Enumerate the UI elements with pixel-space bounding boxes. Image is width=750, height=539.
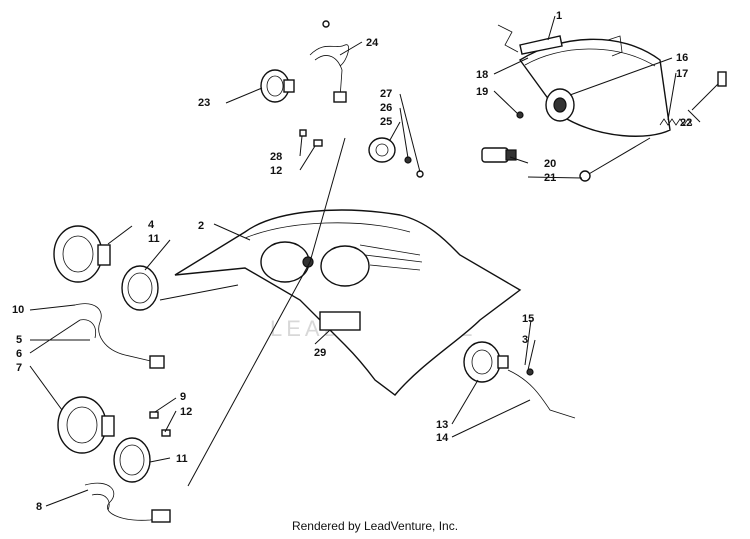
callout-4: 4	[148, 219, 155, 231]
callout-27: 27	[380, 88, 392, 100]
adjuster-spring	[659, 71, 727, 126]
lower-harness	[84, 482, 171, 523]
callout-26: 26	[380, 102, 392, 114]
callout-5: 5	[16, 334, 22, 346]
lower-bulbs	[149, 411, 171, 437]
small-gauge	[260, 69, 295, 103]
callout-13: 13	[436, 419, 448, 431]
callout-15: 15	[522, 313, 534, 325]
callout-20: 20	[544, 158, 556, 170]
gauge-harness	[309, 20, 350, 103]
headlight-bulb	[481, 147, 517, 163]
callout-19: 19	[476, 86, 488, 98]
adjuster-screw	[579, 137, 651, 182]
callout-3: 3	[522, 334, 528, 346]
callout-14: 14	[436, 432, 449, 444]
callout-12b: 12	[270, 165, 282, 177]
callout-1: 1	[556, 10, 562, 22]
right-gauge	[463, 341, 509, 383]
small-screw-bulb	[299, 129, 323, 147]
callout-8: 8	[36, 501, 42, 513]
upper-gauge-bezel	[121, 265, 159, 311]
leader-lines	[29, 15, 701, 507]
credit-text: Rendered by LeadVenture, Inc.	[291, 519, 459, 533]
upper-gauge	[53, 225, 111, 283]
callout-7: 7	[16, 362, 22, 374]
callout-17: 17	[676, 68, 688, 80]
right-cable	[507, 368, 576, 419]
callout-24: 24	[366, 37, 379, 49]
callout-2: 2	[198, 220, 204, 232]
headlight-housing	[518, 38, 671, 137]
callout-11b: 11	[176, 453, 188, 465]
lower-gauge	[57, 396, 115, 454]
upper-harness	[74, 303, 165, 369]
callout-12a: 12	[180, 406, 192, 418]
callout-22: 22	[680, 117, 692, 129]
headlight-nut	[516, 111, 524, 119]
callout-11a: 11	[148, 233, 160, 245]
callout-23: 23	[198, 97, 210, 109]
callout-9: 9	[180, 391, 186, 403]
callout-28: 28	[270, 151, 282, 163]
instrument-console	[174, 209, 522, 396]
headlight-bracket	[497, 24, 623, 57]
callout-18: 18	[476, 69, 488, 81]
callout-25: 25	[380, 116, 392, 128]
lower-gauge-bezel	[113, 437, 151, 483]
callout-10: 10	[12, 304, 24, 316]
switch-knob	[368, 137, 424, 178]
callout-16: 16	[676, 52, 688, 64]
callout-6: 6	[16, 348, 22, 360]
callout-21: 21	[544, 172, 556, 184]
callout-29: 29	[314, 347, 326, 359]
